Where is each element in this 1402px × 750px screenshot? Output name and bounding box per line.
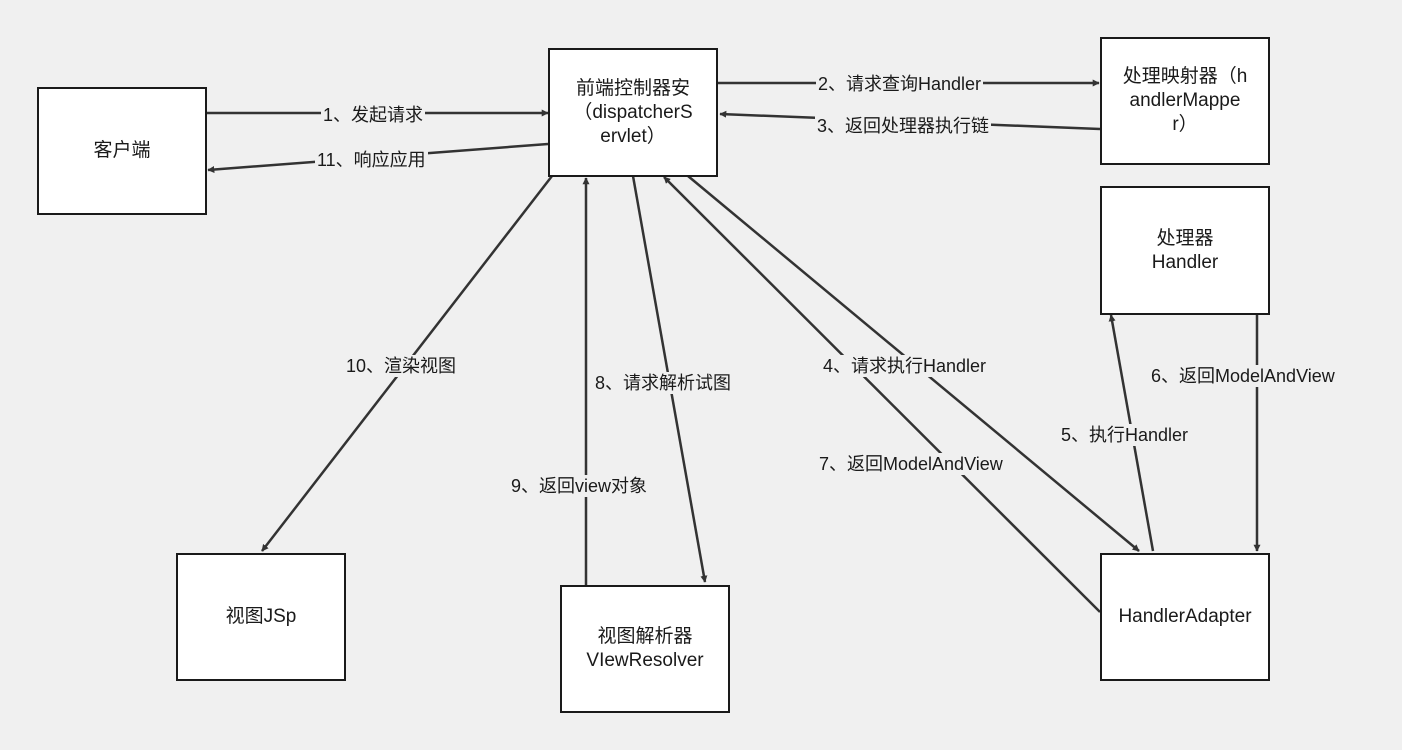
node-dispatcher: 前端控制器安（dispatcherServlet） (548, 48, 718, 177)
node-handler: 处理器 Handler (1100, 186, 1270, 315)
edge-1-label: 1、发起请求 (321, 104, 426, 126)
node-dispatcher-label: 前端控制器安（dispatcherServlet） (573, 77, 693, 147)
node-client: 客户端 (37, 87, 207, 215)
node-handler-label-2: Handler (1151, 251, 1219, 273)
node-client-label: 客户端 (93, 140, 151, 161)
node-jsp-label: 视图JSp (225, 606, 297, 627)
edge-9-label: 9、返回view对象 (509, 475, 650, 497)
edge-3-label: 3、返回处理器执行链 (815, 115, 992, 137)
edge-8-label: 8、请求解析试图 (593, 372, 734, 394)
node-handler-mapper: 处理映射器（handlerMapper） (1100, 37, 1270, 165)
edge-11-label: 11、响应应用 (315, 149, 428, 171)
node-handler-label-1: 处理器 (1156, 227, 1214, 249)
edge-4-label: 4、请求执行Handler (821, 355, 989, 377)
edge-5-label: 5、执行Handler (1059, 424, 1191, 446)
edge-7-line (663, 176, 1101, 613)
node-handler-mapper-label: 处理映射器（handlerMapper） (1122, 66, 1248, 135)
edge-7-label: 7、返回ModelAndView (817, 453, 1005, 475)
node-handler-adapter: HandlerAdapter (1100, 553, 1270, 681)
node-view-resolver: 视图解析器 VIewResolver (560, 585, 730, 713)
node-handler-adapter-label: HandlerAdapter (1118, 606, 1252, 627)
node-view-resolver-label-2: VIewResolver (586, 650, 704, 671)
edge-2-label: 2、请求查询Handler (816, 73, 984, 95)
edge-6-label: 6、返回ModelAndView (1149, 365, 1337, 387)
node-view-resolver-label-1: 视图解析器 (597, 626, 693, 647)
node-jsp: 视图JSp (176, 553, 346, 681)
edge-10-label: 10、渲染视图 (344, 355, 459, 377)
